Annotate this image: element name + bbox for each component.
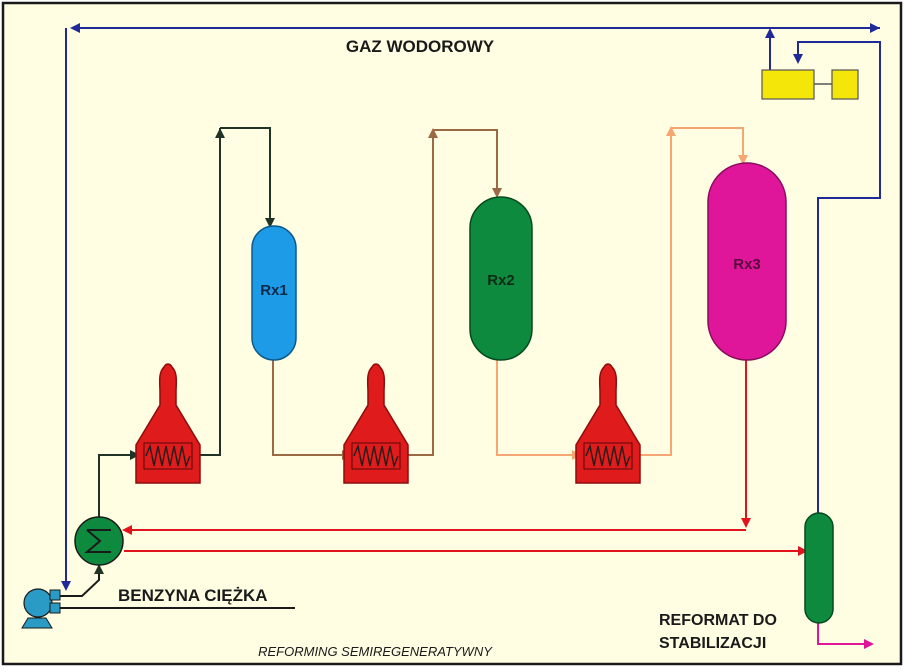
reformate-label-line1: REFORMAT DO <box>659 612 777 629</box>
hydrogen-gas-line <box>61 23 881 591</box>
reactor-rx3-label: Rx3 <box>733 256 761 273</box>
reactor-rx1: Rx1 <box>251 225 297 361</box>
diagram-caption: REFORMING SEMIREGENERATYWNY <box>258 644 493 659</box>
pump-icon <box>21 588 61 629</box>
reformate-label-line2: STABILIZACJI <box>659 635 766 652</box>
stage3-line <box>496 126 748 460</box>
stage1-line <box>98 127 275 518</box>
reactor-rx1-label: Rx1 <box>260 282 288 299</box>
separator-icon <box>804 512 834 624</box>
reactor-rx2-label: Rx2 <box>487 272 515 289</box>
heavy-naphtha-label: BENZYNA CIĘŻKA <box>118 586 268 605</box>
reactor-rx3: Rx3 <box>707 162 787 361</box>
reformate-outlet-line <box>817 622 874 649</box>
reactor-rx2: Rx2 <box>469 196 533 361</box>
compressor-icon <box>761 69 859 100</box>
feed-line <box>58 564 295 609</box>
heat-exchanger-icon <box>74 516 124 566</box>
stage2-line <box>272 128 502 460</box>
product-line <box>122 360 808 556</box>
hydrogen-gas-label: GAZ WODOROWY <box>346 37 495 56</box>
